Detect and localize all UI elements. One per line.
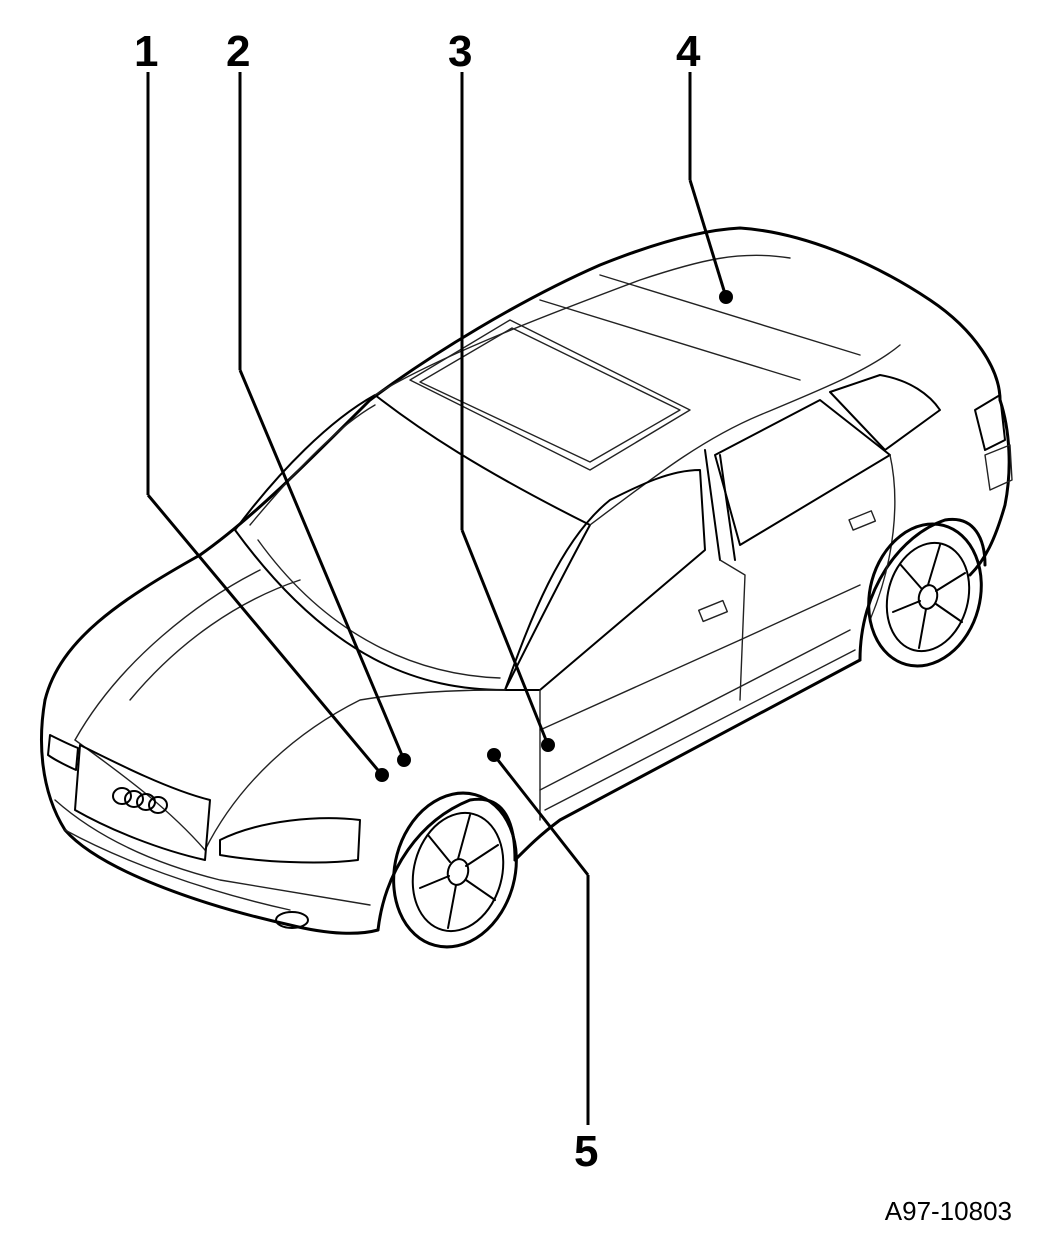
callout-3: 3 xyxy=(448,27,473,76)
leader-line-2b xyxy=(238,369,406,761)
location-point-4 xyxy=(719,290,733,304)
callout-4: 4 xyxy=(676,27,701,76)
audi-rings-logo xyxy=(112,787,168,814)
figure-reference: A97-10803 xyxy=(884,1196,1012,1226)
leader-lines xyxy=(146,72,728,1125)
leader-line-3b xyxy=(460,529,550,746)
leader-line-4b xyxy=(688,179,728,298)
callout-1: 1 xyxy=(134,27,159,76)
front-wheel xyxy=(392,791,518,949)
location-points xyxy=(375,290,733,782)
callout-2: 2 xyxy=(226,27,251,76)
car-body xyxy=(40,226,1013,935)
location-point-2 xyxy=(397,753,411,767)
location-point-5 xyxy=(487,748,501,762)
leader-line-5b xyxy=(492,754,590,876)
leader-line-1b xyxy=(146,494,384,776)
callout-5: 5 xyxy=(574,1127,599,1176)
location-point-3 xyxy=(541,738,555,752)
rear-wheel xyxy=(867,522,983,668)
location-point-1 xyxy=(375,768,389,782)
